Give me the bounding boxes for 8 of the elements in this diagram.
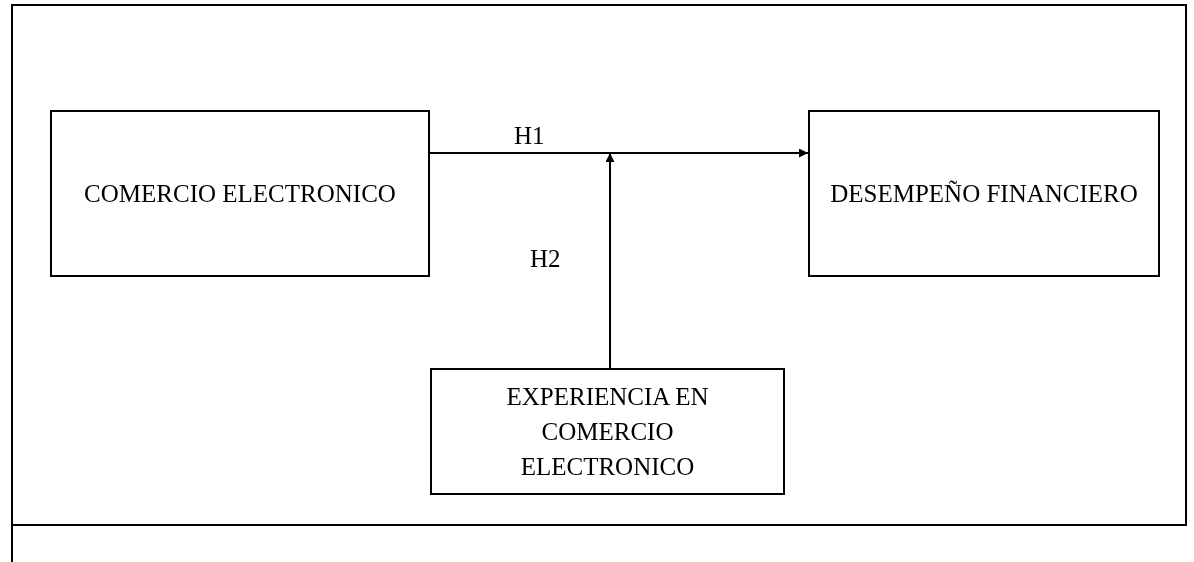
- arrow: [429, 148, 809, 158]
- box-text: COMERCIO ELECTRONICO: [83, 179, 397, 209]
- arrow: [605, 152, 615, 369]
- concept-box: [808, 110, 1160, 277]
- box-text: EXPERIENCIA EN COMERCIO ELECTRONICO: [505, 382, 710, 482]
- concept-box: [50, 110, 430, 277]
- concept-box: [430, 368, 785, 495]
- box-text: DESEMPEÑO FINANCIERO: [829, 179, 1139, 209]
